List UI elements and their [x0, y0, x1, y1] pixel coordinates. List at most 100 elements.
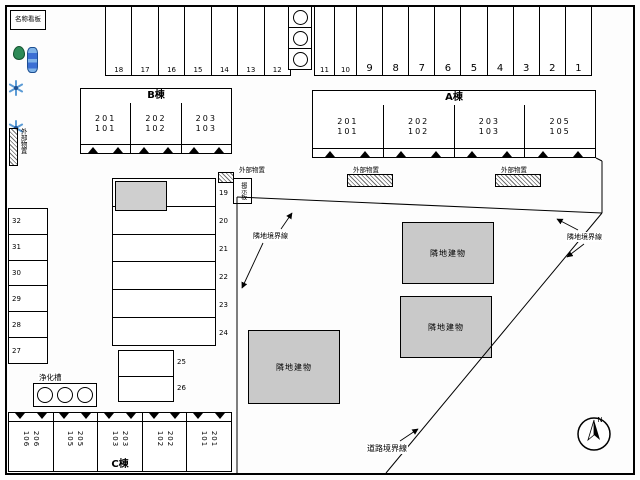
- unit-number: 205: [549, 117, 571, 126]
- stall-number: 6: [444, 63, 452, 74]
- entrance-icon: [14, 413, 25, 419]
- neighbor-building-label: 隣地建物: [276, 362, 312, 372]
- parking-column-left: 32 31 30 29 28 27: [8, 208, 48, 364]
- stall-number: 16: [167, 66, 177, 74]
- stall-number: 10: [341, 66, 350, 74]
- septic-circle: [77, 387, 93, 403]
- neighbor-building: 隣地建物: [400, 296, 492, 358]
- unit-number: 201: [337, 117, 359, 126]
- storage-left-hatch: [9, 128, 18, 166]
- parking-stall: 9: [357, 7, 384, 75]
- storage-left-label: 外部物置: [19, 128, 28, 154]
- stall-number: 13: [246, 66, 256, 74]
- parking-stall: 5: [461, 7, 488, 75]
- storage-hatch: [347, 174, 393, 187]
- stall-number: 5: [470, 63, 478, 74]
- parking-stall: 15: [185, 7, 212, 75]
- entrance-cell: [141, 413, 187, 421]
- entrance-icon: [431, 151, 442, 157]
- parking-row-top-left: 18 17 16 15 14 13 12: [105, 6, 291, 76]
- parking-stall: 13: [238, 7, 265, 75]
- unit-number: 105: [549, 127, 571, 136]
- cylinder-cell: [289, 7, 311, 28]
- entrance-cell: [130, 145, 180, 153]
- carport-row: [119, 351, 173, 377]
- carport-row: [113, 318, 215, 345]
- entrance-cell: [9, 413, 53, 421]
- unit-number: 201: [210, 430, 219, 448]
- parking-stall: 1: [566, 7, 591, 75]
- parking-stall: 4: [488, 7, 514, 75]
- parking-stall: 17: [132, 7, 159, 75]
- stall-number: 19: [219, 189, 228, 197]
- entrance-icon: [572, 151, 583, 157]
- unit-number: 205: [76, 430, 85, 448]
- storage-hatch: [495, 174, 541, 187]
- carport-gray-block: [115, 181, 167, 211]
- storage-hatch: [218, 172, 234, 183]
- stall-number: 2: [549, 63, 556, 74]
- stall-number: 8: [392, 63, 399, 74]
- entrance-cell: [524, 149, 595, 157]
- parking-stall: 16: [159, 7, 186, 75]
- unit-number: 101: [95, 124, 117, 133]
- parking-stall: 3: [514, 7, 540, 75]
- entrance-icon: [537, 151, 548, 157]
- entrance-strip: [81, 144, 231, 153]
- unit-number: 201: [95, 114, 117, 123]
- tank-icon: [27, 47, 38, 73]
- carport-lower-rows: [118, 350, 174, 402]
- parking-stall: 28: [9, 312, 47, 339]
- road-boundary-label: 道路境界線: [366, 443, 408, 454]
- entrance-cell: [81, 145, 130, 153]
- cylinder-icon: [292, 9, 308, 25]
- stall-number: 26: [177, 384, 186, 392]
- stall-number: 14: [219, 66, 229, 74]
- stall-number: 17: [140, 66, 150, 74]
- building-a-title: A棟: [445, 92, 463, 103]
- parking-stall: 11: [315, 7, 335, 75]
- stall-number: 23: [219, 301, 228, 309]
- parking-stall: 29: [9, 286, 47, 313]
- stall-number: 24: [219, 329, 228, 337]
- stall-number: 27: [12, 346, 21, 355]
- entrance-icon: [163, 147, 174, 153]
- carport-row: [113, 179, 215, 211]
- parking-stall: 2: [540, 7, 566, 75]
- parking-stall: 27: [9, 338, 47, 363]
- unit-number: 102: [145, 124, 167, 133]
- stall-number: 18: [114, 66, 124, 74]
- building-b-title: B棟: [147, 90, 165, 101]
- carport-row: [113, 262, 215, 291]
- stall-number: 21: [219, 245, 228, 253]
- north-compass: N: [577, 416, 611, 451]
- boundary-label-right: 隣地境界線: [566, 232, 603, 242]
- parking-stall: 31: [9, 235, 47, 261]
- septic-circle: [37, 387, 53, 403]
- parking-stall: 7: [409, 7, 436, 75]
- stall-number: 12: [272, 66, 282, 74]
- entrance-icon: [170, 413, 181, 419]
- stall-number: 22: [219, 273, 228, 281]
- compass-north-label: N: [597, 416, 602, 424]
- unit-number: 203: [478, 117, 501, 126]
- stall-number: 7: [418, 63, 425, 74]
- entrance-icon: [188, 147, 199, 153]
- unit-number: 105: [66, 430, 75, 448]
- unit-number: 103: [110, 430, 119, 448]
- cylinder-cell: [289, 49, 311, 69]
- unit-number: 106: [21, 430, 30, 448]
